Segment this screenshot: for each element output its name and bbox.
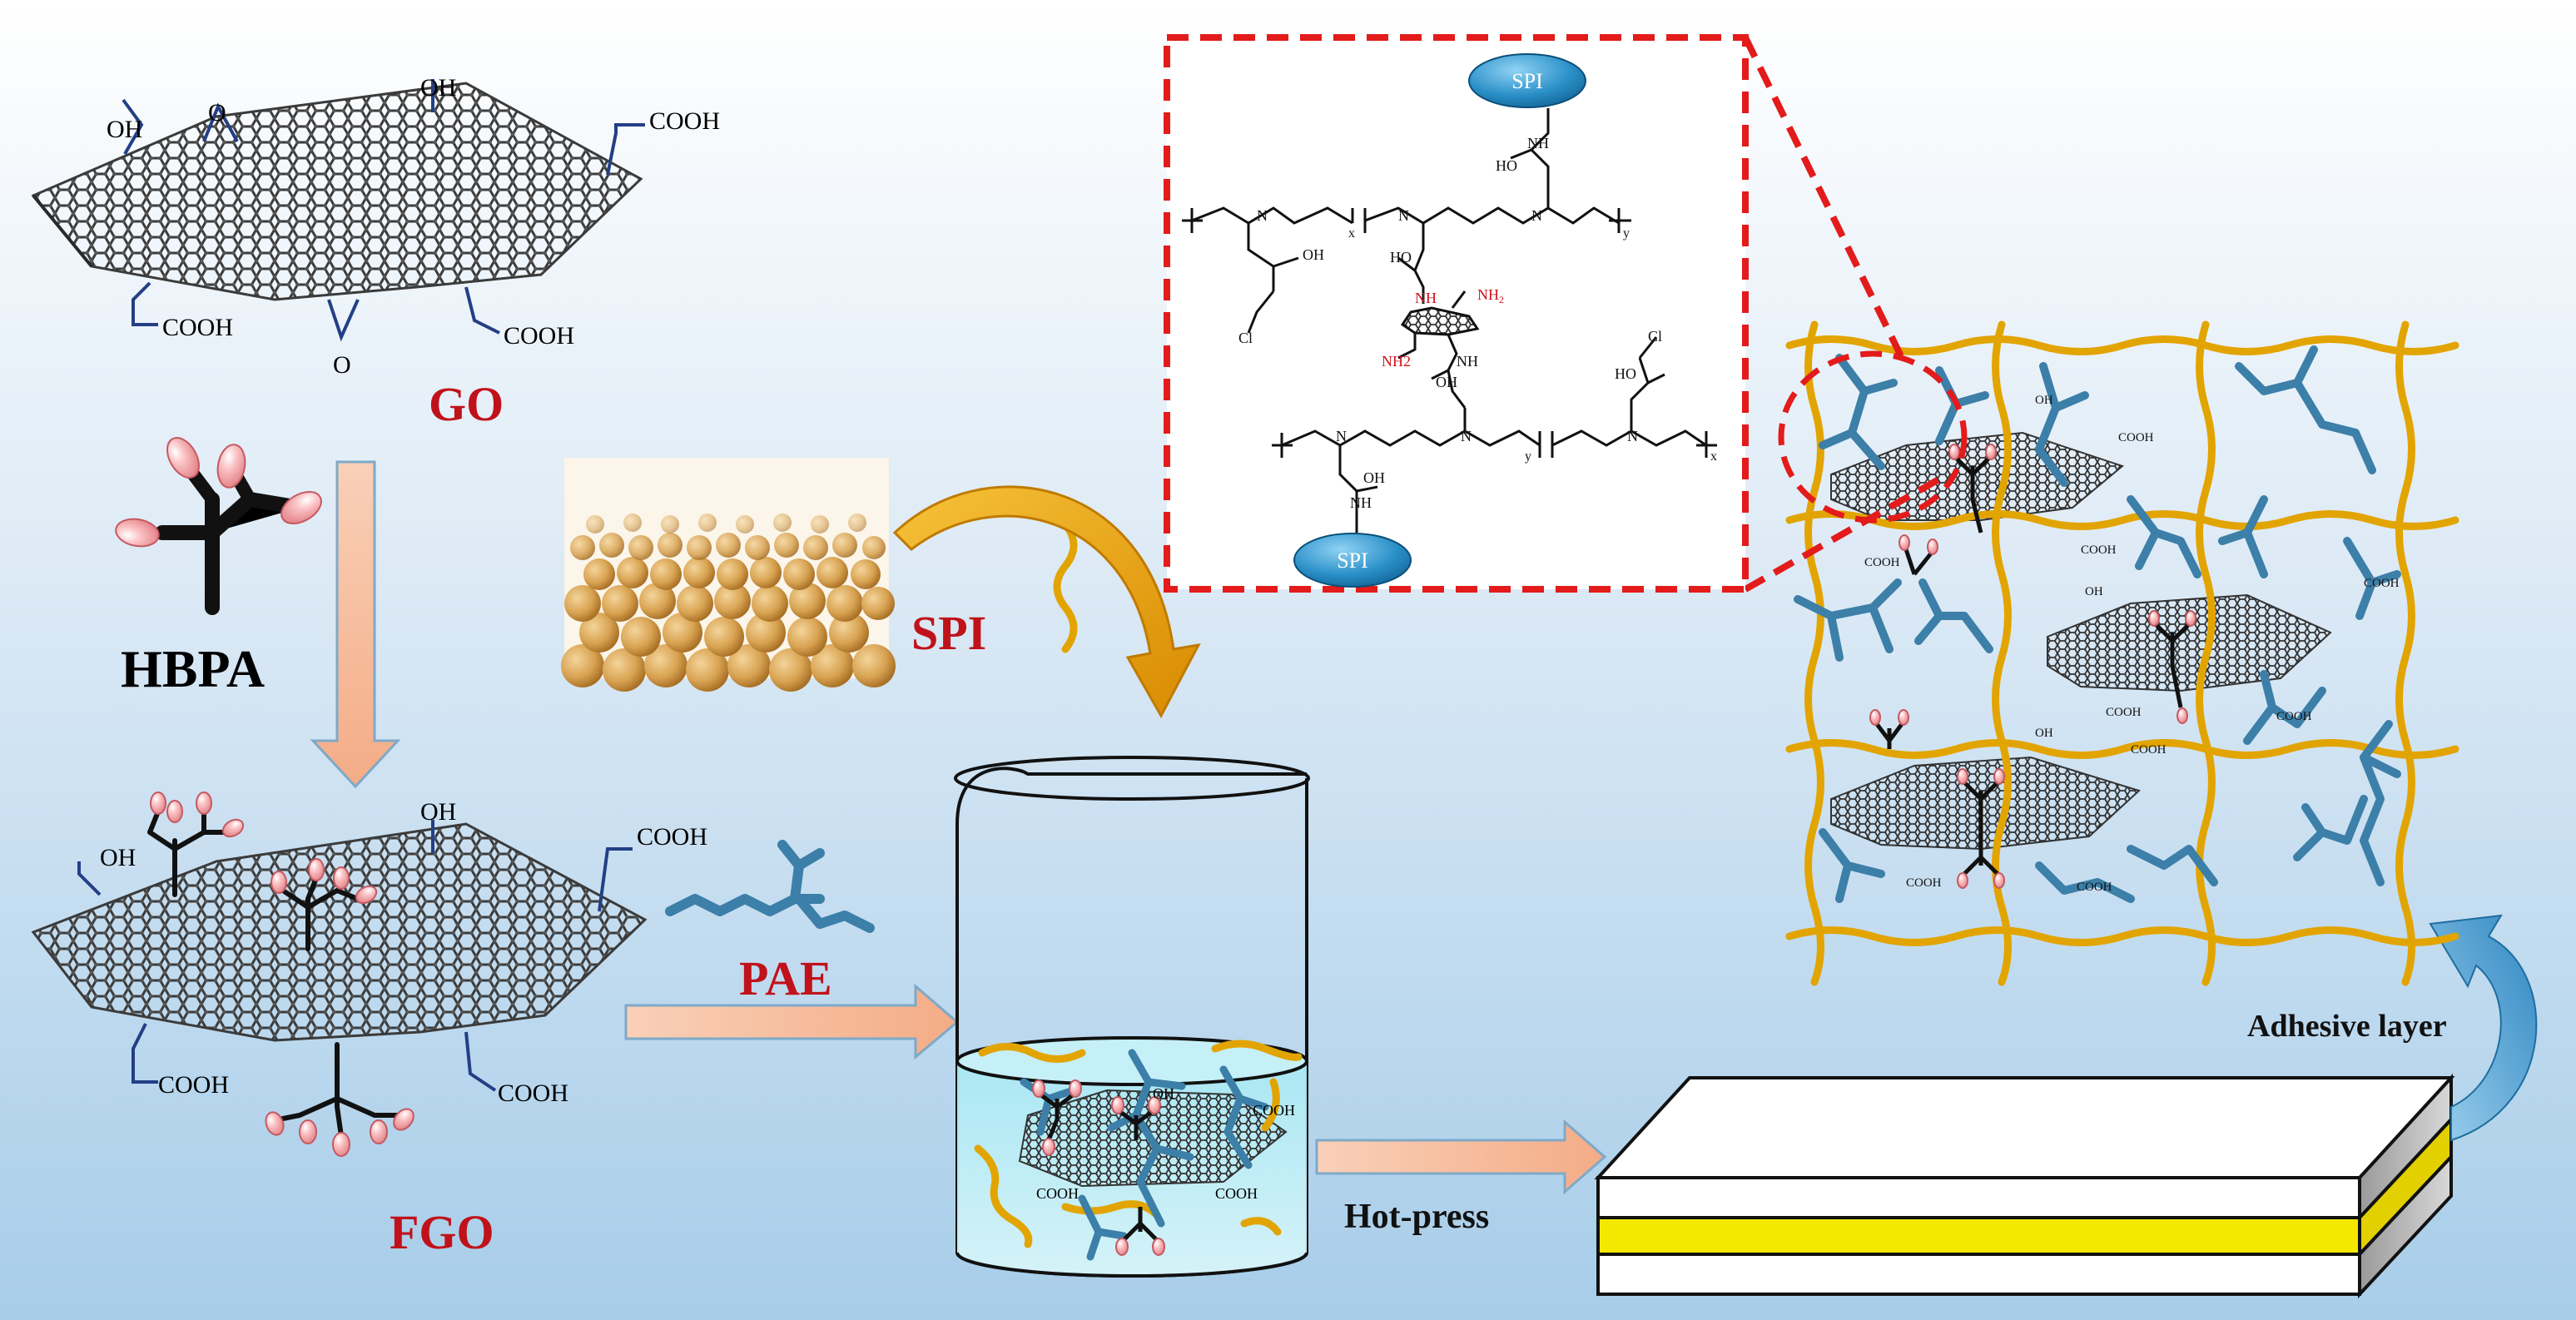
inset-cl-1: Cl	[1238, 330, 1253, 346]
arrow-to-beaker	[624, 983, 960, 1060]
net-cooh-7: COOH	[2131, 743, 2167, 757]
go-epoxy-top: O	[208, 99, 226, 127]
inset-n-5: N	[1461, 428, 1472, 444]
go-oh-top: OH	[420, 74, 456, 102]
inset-ho-top: HO	[1496, 157, 1517, 174]
inset-n-3: N	[1531, 207, 1542, 224]
go-cooh-bottom-left: COOH	[162, 314, 233, 341]
inset-y-1: y	[1623, 226, 1630, 241]
inset-n-2: N	[1398, 207, 1409, 224]
inset-n-4: N	[1336, 428, 1347, 444]
inset-oh-2: OH	[1363, 469, 1385, 486]
inset-hn-red: NH	[1415, 290, 1437, 306]
beaker-cooh-bottom: COOH	[1215, 1185, 1258, 1202]
inset-cl-2: Cl	[1648, 328, 1662, 345]
inset-n-6: N	[1627, 428, 1638, 444]
inset-nh2-red-top: NH2	[1477, 286, 1504, 305]
inset-nh-bottom: NH	[1350, 494, 1372, 511]
inset-oh-1: OH	[1303, 246, 1324, 263]
net-oh-3: OH	[2035, 727, 2053, 740]
plywood-slab	[1594, 1073, 2455, 1299]
spi-badge-bottom-text: SPI	[1337, 548, 1368, 573]
go-cooh-bottom-right: COOH	[504, 322, 574, 350]
spi-badge-bottom	[1293, 533, 1412, 588]
go-cooh-right: COOH	[649, 107, 720, 135]
net-cooh-6: COOH	[2276, 710, 2312, 723]
net-cooh-4: COOH	[2364, 577, 2400, 590]
pae-molecule	[665, 840, 875, 933]
inset-nh-mid: NH	[1457, 353, 1478, 370]
inset-structure: SPI	[1164, 34, 1749, 593]
hot-press-label: Hot-press	[1344, 1198, 1489, 1236]
fgo-cooh-right: COOH	[637, 823, 707, 851]
fgo-cooh-bottom-left: COOH	[158, 1071, 229, 1099]
net-cooh-3: COOH	[2081, 543, 2117, 557]
inset-x-2: x	[1710, 449, 1717, 464]
go-epoxy-bottom: O	[333, 351, 351, 379]
fgo-oh-left: OH	[100, 844, 136, 871]
arrow-spi-to-beaker	[892, 485, 1201, 719]
beaker: OH COOH COOH COOH	[954, 756, 1310, 1278]
net-cooh-8: COOH	[1906, 876, 1942, 890]
soybean-photo	[561, 458, 896, 692]
inset-y-2: y	[1525, 449, 1531, 464]
go-oh-left: OH	[107, 116, 142, 143]
beaker-cooh-left: COOH	[1036, 1185, 1079, 1202]
fgo-label: FGO	[390, 1205, 494, 1259]
arrow-go-to-fgo	[310, 460, 401, 789]
zoom-line-bottom	[1744, 471, 1949, 593]
spi-label: SPI	[911, 606, 986, 660]
inset-n-1: N	[1257, 207, 1268, 224]
inset-oh-mid: OH	[1436, 374, 1457, 390]
zoom-line-top	[1742, 36, 1905, 360]
go-structure: OH O OH COOH COOH COOH O	[31, 74, 720, 379]
net-oh-1: OH	[2035, 394, 2053, 407]
inset-nh-top: NH	[1527, 135, 1549, 151]
inset-ho-1: HO	[1390, 249, 1412, 265]
adhesive-layer-label: Adhesive layer	[2247, 1009, 2447, 1044]
arrow-to-hot-press	[1315, 1119, 1607, 1195]
beaker-oh: OH	[1153, 1085, 1174, 1102]
net-oh-2: OH	[2085, 585, 2103, 598]
go-label: GO	[429, 377, 504, 431]
inset-x-1: x	[1348, 226, 1355, 241]
spi-badge-top-text: SPI	[1511, 69, 1543, 93]
beaker-cooh-right: COOH	[1253, 1102, 1295, 1119]
hbpa-molecule	[115, 437, 322, 615]
crosslinked-network: OH COOH COOH COOH OH COOH COOH COOH OH C…	[1778, 320, 2459, 986]
arrow-adhesive-zoom	[2429, 914, 2538, 1142]
inset-nh2-red-bottom: NH2	[1382, 353, 1411, 370]
pae-label: PAE	[739, 951, 832, 1005]
net-cooh-9: COOH	[2077, 881, 2112, 894]
spi-badge-top	[1468, 53, 1586, 108]
net-cooh-2: COOH	[1864, 556, 1900, 569]
net-cooh-5: COOH	[2106, 706, 2142, 719]
net-cooh-1: COOH	[2118, 431, 2154, 444]
hbpa-label: HBPA	[121, 639, 265, 698]
fgo-oh-top: OH	[420, 798, 456, 826]
fgo-structure: OH OH COOH COOH COOH	[31, 792, 707, 1157]
fgo-cooh-bottom-right: COOH	[498, 1079, 568, 1107]
inset-ho-2: HO	[1615, 365, 1636, 382]
spi-chain-icon	[1053, 520, 1078, 653]
